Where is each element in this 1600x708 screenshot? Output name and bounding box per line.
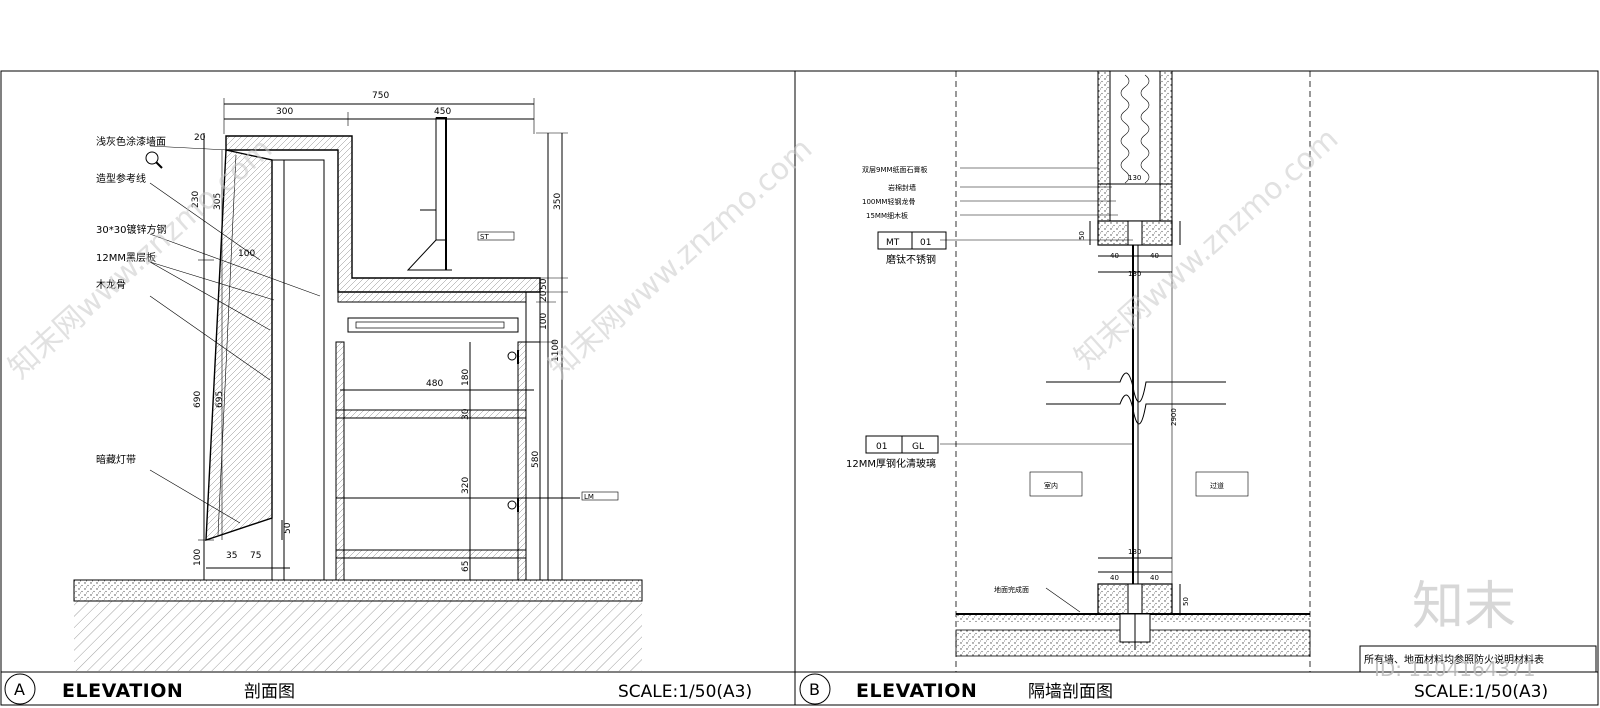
- dim-b-2900: 2900: [1170, 408, 1178, 426]
- title-a-scale: SCALE:1/50(A3): [618, 682, 752, 702]
- tag-mt-code: MT: [886, 238, 900, 248]
- footer-note-box: [1359, 645, 1597, 673]
- dim-750: 750: [372, 91, 389, 101]
- floor-finish-note: 地面完成面: [994, 585, 1029, 594]
- core-cavity: [283, 159, 325, 581]
- callout-board: 15MM细木板: [866, 211, 908, 220]
- room-label-box-right: [1195, 471, 1249, 497]
- dim-690: 690: [193, 391, 203, 408]
- title-b-subtitle: 隔墙剖面图: [1028, 682, 1113, 702]
- dim-75: 75: [250, 551, 261, 561]
- dim-35: 35: [226, 551, 237, 561]
- callout-reference-line: 造型参考线: [96, 172, 146, 185]
- dim-b-130c: 130: [1128, 548, 1141, 556]
- callout-rockwool: 岩棉封墙: [888, 183, 916, 192]
- section-a-dimensions: 750 300 450 20 230 305 100 690 695 100 3…: [191, 91, 594, 572]
- dim-20: 20: [194, 133, 206, 143]
- title-a-bubble: [4, 673, 36, 705]
- title-b-bubble: [799, 673, 831, 705]
- dim-1100: 1100: [551, 339, 561, 362]
- dim-30: 30: [461, 408, 471, 420]
- dim-b-40b: 40: [1150, 252, 1159, 260]
- tag-gl-num: 01: [876, 442, 887, 452]
- dim-695: 695: [215, 391, 225, 408]
- section-b-labels: 双层9MM纸面石膏板 岩棉封墙 100MM轻钢龙骨 15MM细木板 MT 01 …: [846, 165, 1544, 666]
- magnifier-icon: [145, 151, 159, 165]
- title-b-heading: ELEVATION: [856, 680, 977, 702]
- shelf-1: [335, 409, 527, 419]
- sheet-border: [0, 70, 1599, 706]
- tag-gl-note: 12MM厚钢化清玻璃: [846, 457, 936, 470]
- room-indoor: 室内: [1044, 481, 1058, 490]
- tag-st-label: ST: [480, 233, 489, 241]
- watermark-id: ID: 1104164371: [1374, 657, 1536, 681]
- callout-steel-tube: 30*30镀锌方钢: [96, 223, 166, 236]
- callout-led-strip: 暗藏灯带: [96, 453, 136, 466]
- dim-300: 300: [276, 107, 293, 117]
- tag-lm-label: LM: [584, 493, 594, 501]
- callout-wall-paint: 浅灰色涂漆墙面: [96, 135, 166, 148]
- title-a-subtitle: 剖面图: [244, 682, 295, 702]
- title-b-letter: B: [809, 680, 820, 699]
- watermark-brand: 知末: [1412, 577, 1516, 637]
- drawer: [347, 317, 519, 333]
- dim-b-50a: 50: [1078, 231, 1086, 240]
- callout-plywood: 12MM黑层板: [96, 251, 156, 264]
- dim-b-130a: 130: [1128, 174, 1141, 182]
- shelf-2: [335, 549, 527, 559]
- dim-100: 100: [238, 249, 255, 259]
- dim-100b: 100: [193, 549, 203, 566]
- dim-b-40d: 40: [1150, 574, 1159, 582]
- room-label-box-left: [1029, 471, 1083, 497]
- tag-mt-note: 磨钛不锈钢: [886, 253, 936, 266]
- title-a-heading: ELEVATION: [62, 680, 183, 702]
- dim-450: 450: [434, 107, 451, 117]
- callout-gypsum: 双层9MM纸面石膏板: [862, 165, 928, 174]
- section-a-callouts: 浅灰色涂漆墙面 造型参考线 30*30镀锌方钢 12MM黑层板 木龙骨 暗藏灯带: [96, 135, 166, 466]
- title-a-letter: A: [14, 680, 25, 699]
- dim-20r: 20: [539, 290, 549, 302]
- dim-b-40a: 40: [1110, 252, 1119, 260]
- title-b-scale: SCALE:1/50(A3): [1414, 682, 1548, 702]
- tag-gl-code: GL: [912, 442, 924, 452]
- tag-st: [477, 231, 515, 241]
- section-b-drawing: [865, 70, 1597, 673]
- tag-mt-box-2: [911, 231, 947, 250]
- dim-b-50b: 50: [1182, 597, 1190, 606]
- callout-wood-keel: 木龙骨: [96, 278, 126, 291]
- dim-320: 320: [461, 477, 471, 494]
- dim-50r: 50: [539, 278, 549, 290]
- insulation: [1120, 74, 1130, 184]
- tag-gl-box-2: [901, 435, 939, 454]
- dim-180: 180: [461, 369, 471, 386]
- callout-steel-keel: 100MM轻钢龙骨: [862, 197, 915, 206]
- watermark-site-2: 知末网www.znzmo.com: [542, 131, 819, 386]
- wood-stud: [271, 159, 285, 581]
- dim-480: 480: [426, 379, 443, 389]
- title-block-b: B ELEVATION 隔墙剖面图 SCALE:1/50(A3): [799, 673, 1548, 705]
- dim-100r: 100: [539, 313, 549, 330]
- tag-mt-num: 01: [920, 238, 931, 248]
- dim-50: 50: [283, 522, 293, 534]
- title-block-a: A ELEVATION 剖面图 SCALE:1/50(A3): [4, 673, 752, 705]
- room-corridor: 过道: [1210, 481, 1224, 490]
- floor-screed: [73, 579, 643, 602]
- dim-65: 65: [461, 561, 471, 572]
- footer-note: 所有墙、地面材料均参照防火说明材料表: [1364, 653, 1544, 666]
- tag-lm: [581, 491, 619, 501]
- dim-b-40c: 40: [1110, 574, 1119, 582]
- dim-350: 350: [553, 193, 563, 210]
- dim-230: 230: [191, 191, 201, 208]
- break-line: [1046, 372, 1226, 403]
- dim-b-130b: 130: [1128, 270, 1141, 278]
- dim-305: 305: [213, 193, 223, 210]
- section-a-drawing: [73, 98, 643, 671]
- dim-580: 580: [531, 451, 541, 468]
- floor-slab: [74, 601, 642, 671]
